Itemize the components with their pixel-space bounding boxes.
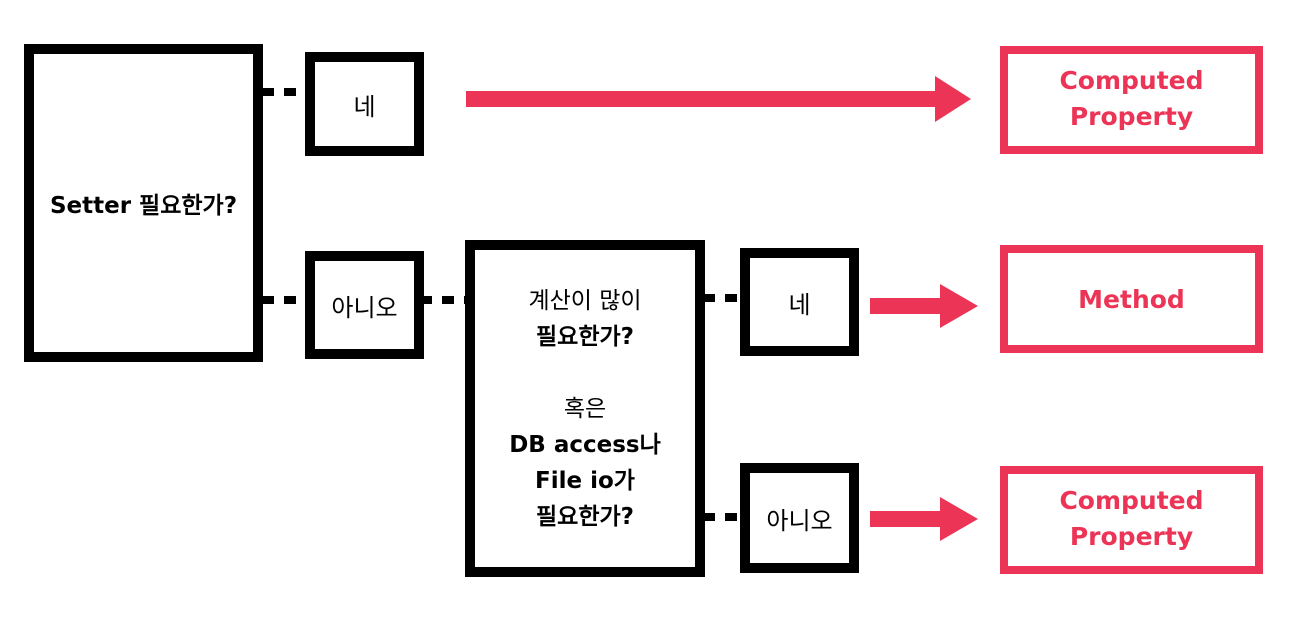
arrow-top-shaft: [466, 91, 938, 107]
compute-question-line4: 혹은: [563, 395, 607, 422]
answer-yes-label-2: 네: [788, 290, 811, 319]
result-bottom-line1: Computed: [1059, 486, 1204, 515]
compute-question-line2: 필요한가?: [536, 323, 634, 350]
compute-question-line5: DB access나: [509, 431, 661, 458]
arrow-top: [466, 76, 971, 122]
answer-no-label-1: 아니오: [331, 293, 398, 322]
arrow-bottom: [870, 497, 978, 541]
arrow-middle-head: [940, 284, 978, 328]
answer-no-box-2: 아니오: [740, 463, 859, 573]
result-method-label: Method: [1078, 284, 1185, 314]
answer-yes-label-1: 네: [353, 92, 376, 121]
result-top-line2: Property: [1069, 102, 1194, 131]
result-computed-property-bottom: Computed Property: [1000, 466, 1263, 574]
result-method: Method: [1000, 245, 1263, 353]
setter-question-box: Setter 필요한가?: [24, 44, 263, 362]
answer-yes-box-2: 네: [740, 248, 859, 356]
arrow-top-head: [935, 76, 971, 122]
arrow-middle-shaft: [870, 298, 942, 314]
compute-question-line7: 필요한가?: [536, 503, 634, 530]
compute-question-box: 계산이 많이 필요한가? 혹은 DB access나 File io가 필요한가…: [465, 240, 705, 577]
compute-question-line1: 계산이 많이: [528, 287, 642, 314]
arrow-middle: [870, 284, 978, 328]
result-computed-property-top: Computed Property: [1000, 46, 1263, 154]
answer-yes-box-1: 네: [305, 52, 424, 156]
result-bottom-line2: Property: [1069, 522, 1194, 551]
dashed-connectors: [262, 88, 745, 521]
arrow-bottom-head: [940, 497, 978, 541]
compute-question-line6: File io가: [535, 467, 635, 494]
arrow-bottom-shaft: [870, 511, 942, 527]
setter-question-label: Setter 필요한가?: [49, 193, 238, 219]
answer-no-box-1: 아니오: [305, 251, 424, 359]
result-top-line1: Computed: [1059, 66, 1204, 95]
answer-no-label-2: 아니오: [766, 506, 833, 535]
